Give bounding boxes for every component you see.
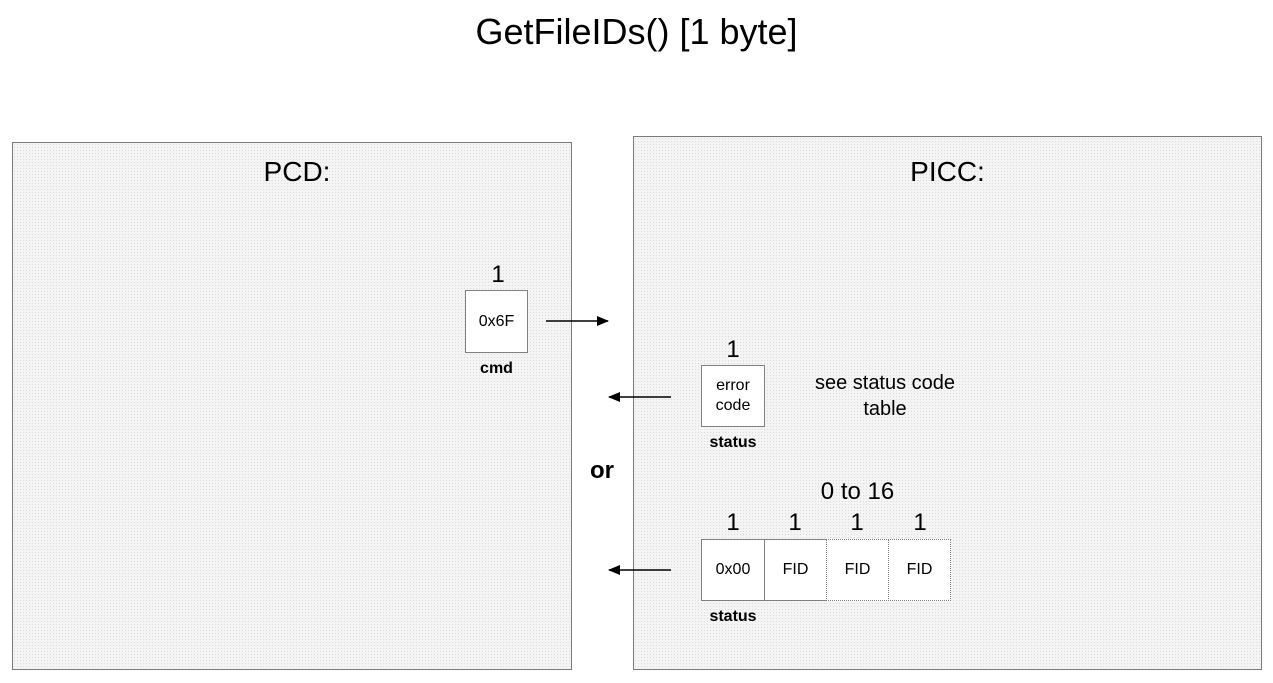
pcd-label: PCD: [263, 156, 331, 187]
fid-value: FID [782, 561, 809, 578]
pcd-panel [12, 142, 572, 670]
status-ok-field: 0x00 [701, 539, 765, 601]
fid-field: FID [826, 539, 889, 601]
fid-byte-count: 1 [913, 509, 927, 536]
fid-value: FID [906, 561, 933, 578]
status-ok-caption: status [709, 608, 757, 625]
fid-field: FID [888, 539, 951, 601]
error-byte-count: 1 [726, 336, 740, 363]
cmd-field: 0x6F [465, 290, 528, 353]
status-code-note: see status code table [814, 372, 956, 420]
diagram-title: GetFileIDs() [1 byte] [475, 11, 798, 52]
fid-byte-count: 1 [850, 509, 864, 536]
fid-field: FID [764, 539, 827, 601]
fid-byte-count: 1 [788, 509, 802, 536]
fid-repeat-label: 0 to 16 [820, 478, 895, 505]
or-label: or [590, 457, 614, 484]
fid-value: FID [844, 561, 871, 578]
error-status-caption: status [709, 434, 757, 451]
error-code-field: error code [701, 365, 765, 427]
status-ok-value: 0x00 [715, 561, 751, 578]
error-code-value: error code [715, 377, 751, 414]
cmd-value: 0x6F [478, 312, 515, 330]
cmd-caption: cmd [480, 360, 513, 377]
status-byte-count: 1 [726, 509, 740, 536]
picc-label: PICC: [910, 156, 985, 187]
cmd-byte-count: 1 [491, 261, 505, 288]
